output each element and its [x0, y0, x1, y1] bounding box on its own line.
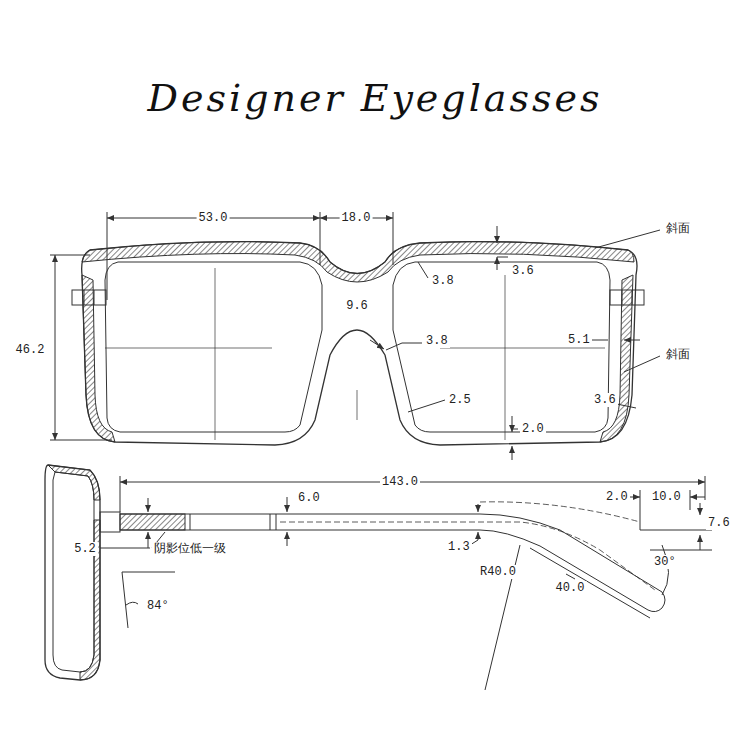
dimension-label: 3.6: [510, 264, 536, 278]
dimension-label: 9.6: [344, 299, 370, 313]
note-label: 斜面: [664, 348, 692, 362]
dimension-label: 10.0: [650, 490, 683, 504]
dimension-label: 143.0: [380, 475, 420, 489]
note-label: 阴影位低一级: [152, 542, 228, 556]
dimension-label: 18.0: [340, 211, 373, 225]
dimension-label: 2.5: [447, 393, 473, 407]
dimension-label: 2.0: [604, 490, 630, 504]
dimension-label: 7.6: [706, 516, 732, 530]
dimension-label: 5.2: [72, 542, 98, 556]
dimension-label: 3.6: [592, 393, 618, 407]
drawing-title: Designer Eyeglasses: [0, 76, 750, 120]
dimension-label: 40.0: [554, 581, 587, 595]
dimension-label: 5.1: [566, 333, 592, 347]
dimension-label: 84°: [145, 599, 171, 613]
dimension-label: 46.2: [14, 343, 47, 357]
dimension-label: 6.0: [296, 491, 322, 505]
dimension-label: 1.3: [446, 540, 472, 554]
dimension-label: 30°: [652, 555, 678, 569]
dimension-label: R40.0: [478, 565, 518, 579]
dimension-label: 3.8: [430, 274, 456, 288]
note-label: 斜面: [664, 222, 692, 236]
dimension-label: 53.0: [197, 211, 230, 225]
dimension-label: 3.8: [424, 334, 450, 348]
dimension-label: 2.0: [520, 422, 546, 436]
